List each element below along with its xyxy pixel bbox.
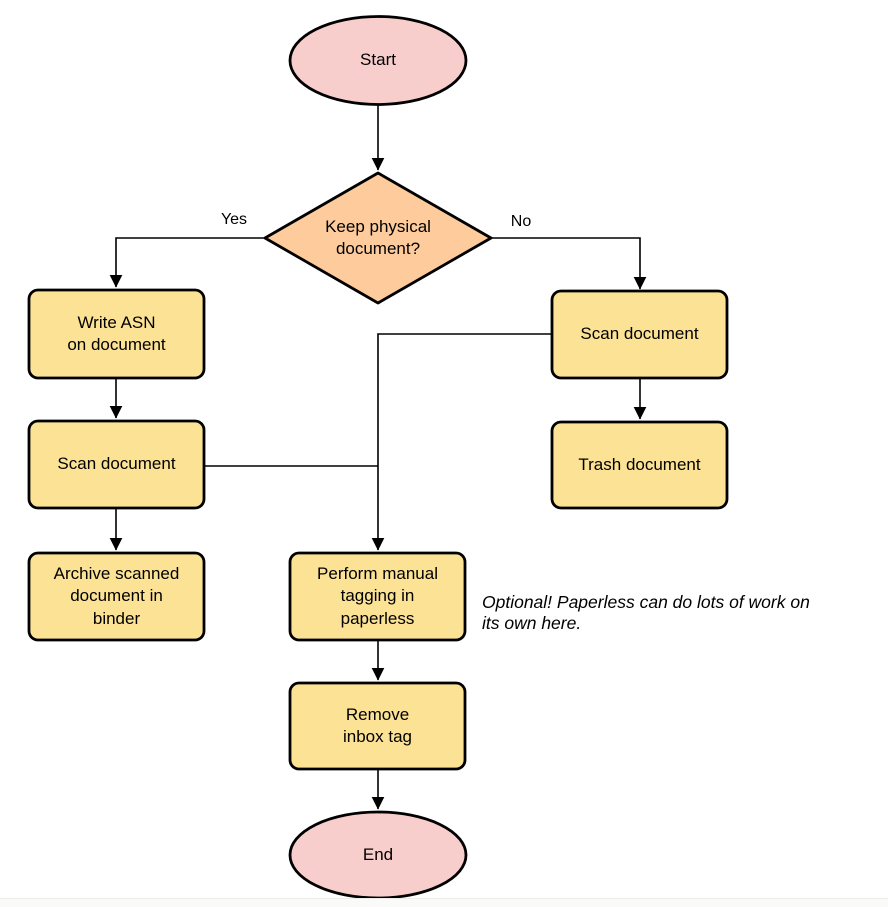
archive-node-shape <box>27 551 206 642</box>
trash-node-shape <box>550 420 729 510</box>
edge-label-no: No <box>510 212 532 230</box>
scan-right-node-shape <box>550 289 729 380</box>
archive-node-label: Archive scanned document in binder <box>53 563 180 628</box>
remove-inbox-node-shape <box>288 681 467 771</box>
write-asn-node-label: Write ASN on document <box>67 312 166 354</box>
scan-right-node-label: Scan document <box>580 324 699 344</box>
scan-left-node-label: Scan document <box>57 454 176 474</box>
start-node-shape <box>288 15 468 106</box>
edge-decision-yes-to-write-asn <box>109 237 264 288</box>
remove-inbox-node-label: Remove inbox tag <box>343 704 412 746</box>
bottom-edge-strip <box>0 898 888 907</box>
tagging-node-label: Perform manual tagging in paperless <box>317 563 438 628</box>
decision-node-label: Keep physical document? <box>325 216 431 258</box>
write-asn-node-shape <box>27 288 206 380</box>
end-node-label: End <box>362 844 394 864</box>
trash-node-label: Trash document <box>578 454 701 474</box>
edge-label-yes: Yes <box>220 210 248 228</box>
optional-note: Optional! Paperless can do lots of work … <box>482 592 810 634</box>
decision-node-shape <box>263 171 493 305</box>
edge-scan-right-to-tagging <box>371 333 552 551</box>
tagging-node-shape <box>288 551 467 642</box>
scan-left-node-shape <box>27 419 206 510</box>
start-node-label: Start <box>360 50 396 70</box>
edge-decision-no-to-scan-right <box>492 237 647 290</box>
